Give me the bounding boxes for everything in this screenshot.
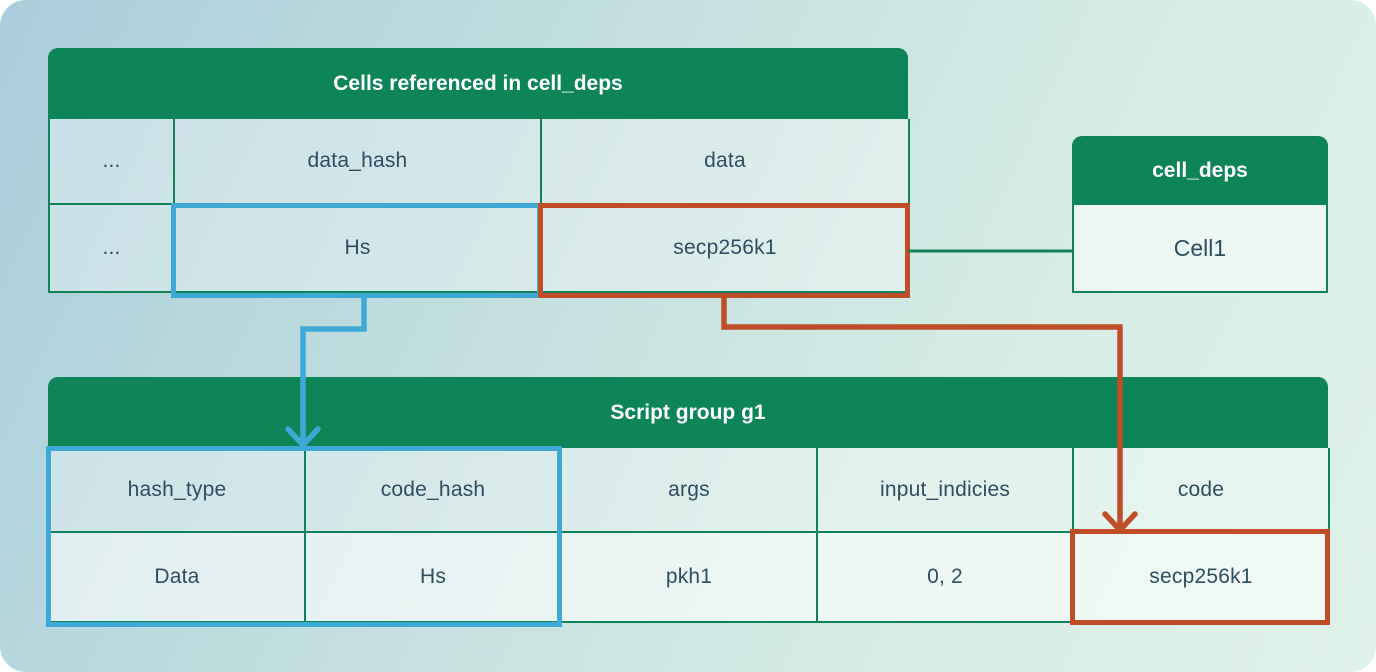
script-column-hash-type: hash_type xyxy=(50,448,306,533)
hs-cell-highlight-box xyxy=(171,203,542,298)
cells-value-cell-hs: Hs xyxy=(175,205,542,293)
cells-header-cell-data-hash: data_hash xyxy=(175,119,542,205)
script-group-values-row: Data Hs pkh1 0, 2 secp256k1 xyxy=(50,533,1330,623)
cell-deps-table: cell_deps Cell1 xyxy=(1072,136,1328,293)
cells-value-cell-secp256k1: secp256k1 xyxy=(542,205,910,293)
cells-header-cell-data: data xyxy=(542,119,910,205)
code-cell-highlight-box xyxy=(1070,529,1330,625)
cell-deps-table-title: cell_deps xyxy=(1072,136,1328,205)
cells-header-row: ... data_hash data xyxy=(50,119,910,205)
script-column-code: code xyxy=(1074,448,1330,533)
cell-deps-value-cell1: Cell1 xyxy=(1072,205,1328,293)
cells-header-cell-ellipsis: ... xyxy=(50,119,175,205)
script-value-input-indicies: 0, 2 xyxy=(818,533,1074,623)
secp256k1-data-highlight-box xyxy=(538,203,910,298)
script-group-table-title: Script group g1 xyxy=(48,377,1328,448)
cells-value-cell-ellipsis: ... xyxy=(50,205,175,293)
script-value-hs: Hs xyxy=(306,533,562,623)
script-value-pkh1: pkh1 xyxy=(562,533,818,623)
hash-type-code-hash-highlight-box xyxy=(46,446,562,627)
script-column-args: args xyxy=(562,448,818,533)
cells-referenced-table-title: Cells referenced in cell_deps xyxy=(48,48,908,119)
cells-value-row: ... Hs secp256k1 xyxy=(50,205,910,293)
script-column-input-indicies: input_indicies xyxy=(818,448,1074,533)
